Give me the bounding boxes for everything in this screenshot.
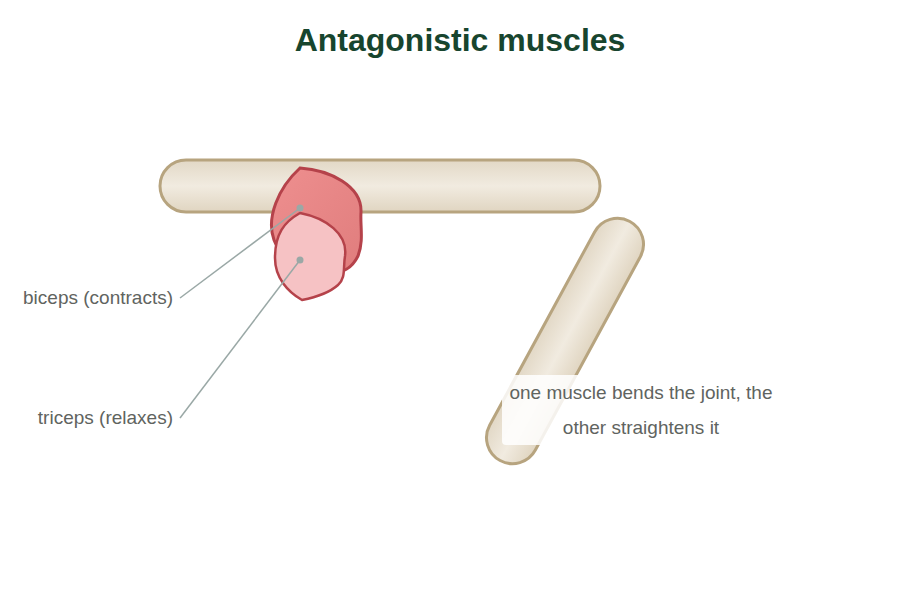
leader-line (180, 260, 300, 418)
part-label: biceps (contracts) (23, 287, 173, 309)
diagram-title: Antagonistic muscles (0, 22, 920, 59)
leader-dot (297, 257, 304, 264)
triceps-muscle (275, 213, 345, 300)
note-text: one muscle bends the joint, the other st… (502, 375, 780, 445)
upper-arm-bone (160, 160, 600, 212)
leader-dot (297, 205, 304, 212)
part-label: triceps (relaxes) (38, 407, 173, 429)
